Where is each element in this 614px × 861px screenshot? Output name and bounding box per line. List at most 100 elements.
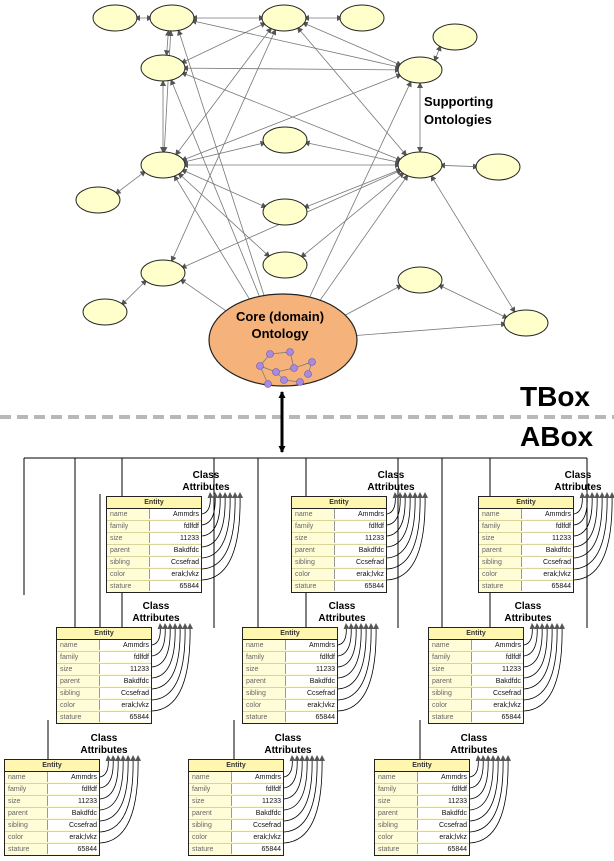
attribute-value: erak;lvkz — [285, 700, 337, 710]
ontology-link — [430, 174, 516, 314]
core-graph-node — [296, 378, 304, 386]
attribute-label: parent — [295, 547, 315, 554]
class-attribute-arrow — [151, 623, 169, 657]
class-attribute-arrow — [573, 492, 586, 515]
class-attributes-line1: Class — [460, 733, 488, 744]
abox-hierarchy-lines — [0, 391, 614, 762]
class-attribute-arrow — [151, 623, 184, 690]
supporting-ontology-node — [397, 56, 443, 84]
supporting-ontology-node — [432, 23, 478, 51]
supporting-ontology-node — [475, 153, 521, 181]
attribute-label: family — [110, 523, 129, 530]
attribute-label: sibling — [110, 559, 130, 566]
ontology-link — [296, 26, 408, 157]
attribute-value: erak;lvkz — [99, 700, 151, 710]
attribute-value: Ammdrs — [334, 509, 386, 519]
attribute-label: sibling — [295, 559, 315, 566]
attribute-value: Ammdrs — [99, 640, 151, 650]
class-attributes-line2: Attributes — [132, 613, 180, 624]
class-attribute-arrow — [283, 755, 296, 778]
attribute-label: name — [378, 774, 396, 781]
attribute-value: 11233 — [521, 533, 573, 543]
ontology-link — [438, 162, 480, 170]
supporting-label-line1: Supporting — [424, 94, 494, 109]
attribute-value: erak;lvkz — [47, 832, 99, 842]
supporting-ontology-node — [75, 186, 121, 214]
attribute-value: Bakdfdc — [417, 808, 469, 818]
attribute-value: fdlfdf — [471, 652, 523, 662]
attribute-label: color — [295, 571, 311, 578]
class-attribute-arrow — [99, 755, 117, 789]
attribute-value: erak;lvkz — [149, 569, 201, 579]
attribute-value: Ccsefrad — [231, 820, 283, 830]
class-attribute-arrow — [573, 492, 611, 570]
class-attribute-arrow — [201, 492, 229, 548]
attribute-label: sibling — [246, 690, 266, 697]
attribute-value: fdlfdf — [99, 652, 151, 662]
attribute-label: stature — [60, 714, 82, 721]
core-graph-node — [256, 362, 264, 370]
attribute-value: Ammdrs — [47, 772, 99, 782]
attribute-label: name — [482, 511, 500, 518]
class-attribute-arrow — [201, 492, 219, 526]
attribute-label: color — [8, 834, 24, 841]
attribute-value: fdlfdf — [285, 652, 337, 662]
class-attribute-arrow — [573, 492, 601, 548]
attribute-label: color — [110, 571, 126, 578]
class-attributes-line2: Attributes — [182, 482, 230, 493]
class-attribute-arrow — [469, 755, 502, 822]
entity-card-title: Entity — [429, 628, 523, 640]
attribute-value: 65844 — [285, 712, 337, 722]
class-attribute-arrow — [469, 755, 492, 800]
attribute-label: sibling — [432, 690, 452, 697]
attribute-label: name — [110, 511, 128, 518]
entity-card-title: Entity — [375, 760, 469, 772]
attribute-value: 65844 — [334, 581, 386, 591]
attribute-label: family — [60, 654, 79, 661]
attribute-value: 11233 — [47, 796, 99, 806]
tbox-label: TBox — [520, 381, 590, 412]
ontology-link — [161, 29, 174, 154]
supporting-ontology-node — [397, 151, 443, 179]
core-graph-node — [304, 370, 312, 378]
attribute-label: color — [432, 702, 448, 709]
ontology-link — [433, 44, 442, 63]
class-attribute-arrow — [151, 623, 164, 646]
class-attribute-arrow — [523, 623, 551, 679]
core-graph-node — [272, 368, 280, 376]
class-attribute-arrow — [283, 755, 311, 811]
class-attributes-line1: Class — [377, 470, 405, 481]
class-attribute-arrow — [523, 623, 566, 712]
class-attributes-line2: Attributes — [450, 745, 498, 756]
core-ontology-ellipse — [208, 293, 358, 387]
class-attribute-arrow — [99, 755, 142, 844]
class-attribute-arrow — [283, 755, 326, 844]
entity-attribute-row: color erak;lvkz — [5, 831, 99, 843]
attribute-label: parent — [60, 678, 80, 685]
entity-attribute-row: color erak;lvkz — [107, 568, 201, 580]
attribute-label: size — [192, 798, 205, 805]
core-graph-node — [266, 350, 274, 358]
ontology-link — [181, 140, 267, 165]
class-attribute-arrow — [386, 492, 419, 559]
